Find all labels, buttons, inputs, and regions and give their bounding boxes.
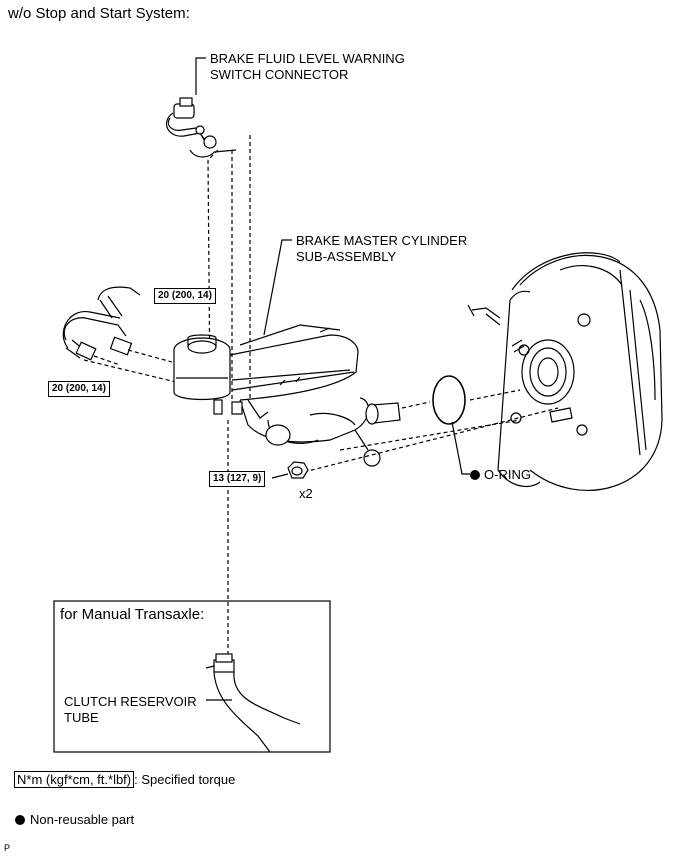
torque-lower-tube: 20 (200, 14) [48,381,110,397]
quantity-label: x2 [299,486,313,501]
brake-tubes-drawing [62,286,177,383]
inset-title: for Manual Transaxle: [60,606,205,623]
master-cylinder-label-1: BRAKE MASTER CYLINDER [296,233,468,248]
o-ring-leader [451,421,470,475]
nut-leader [271,473,289,479]
master-cylinder-label-2: SUB-ASSEMBLY [296,249,397,264]
nut-drawing [287,461,309,479]
brake-booster-drawing [467,252,663,491]
legend-torque-unit: N*m (kgf*cm, ft.*lbf) [14,771,135,788]
non-reusable-dot-icon [470,470,480,480]
footer-code: P [4,843,11,853]
switch-connector-label-2: SWITCH CONNECTOR [210,67,349,82]
dashed-guide-3 [207,149,219,396]
torque-upper-tube: 20 (200, 14) [154,288,216,304]
torque-nut: 13 (127, 9) [209,471,266,487]
legend-dot-icon [15,815,25,825]
page-title: w/o Stop and Start System: [8,5,190,22]
legend-torque-desc: : Specified torque [134,772,236,787]
o-ring-drawing [432,375,466,425]
master-cylinder-drawing [173,324,401,467]
o-ring-label: O-RING [484,467,531,482]
clutch-reservoir-label-1: CLUTCH RESERVOIR [64,694,197,709]
legend-torque: N*m (kgf*cm, ft.*lbf): Specified torque [14,771,236,788]
clutch-reservoir-label-2: TUBE [64,710,99,725]
clutch-reservoir-tube-drawing [205,653,301,753]
legend-non-reusable: Non-reusable part [30,812,135,827]
manual-transaxle-inset-box [53,600,331,753]
master-cylinder-leader [263,239,292,336]
switch-connector-leader [195,57,206,95]
brake-fluid-switch-connector-drawing [165,97,237,158]
switch-connector-label-1: BRAKE FLUID LEVEL WARNING [210,51,405,66]
